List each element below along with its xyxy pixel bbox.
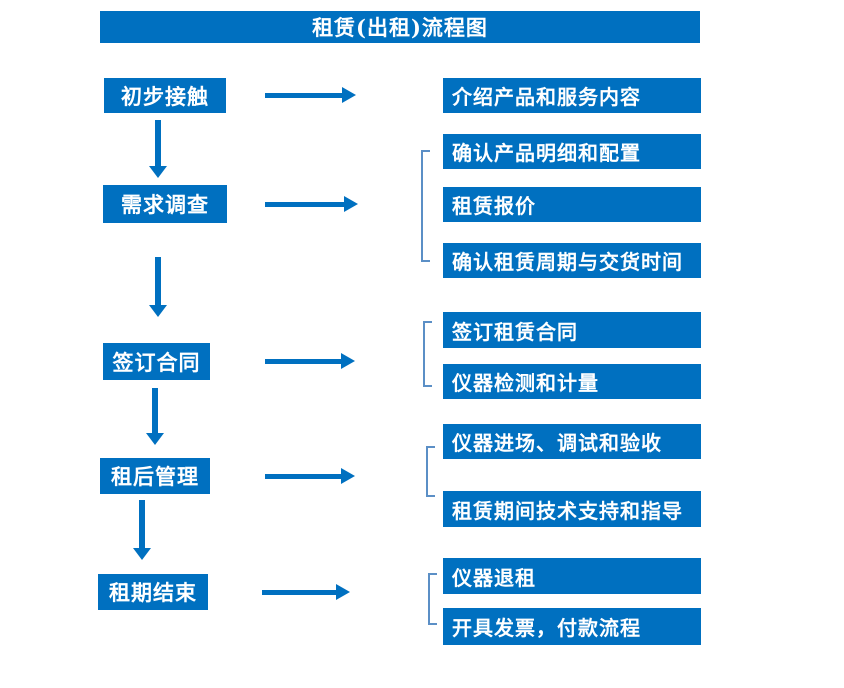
arrow-shaft: [262, 589, 337, 595]
arrow-shaft: [265, 358, 342, 364]
arrow-shaft: [155, 120, 161, 167]
arrow-head: [149, 305, 167, 317]
step-box-demand-survey: 需求调查: [103, 185, 227, 223]
detail-box-confirm-period-delivery: 确认租赁周期与交货时间: [443, 243, 701, 278]
arrow-shaft: [265, 201, 345, 207]
arrow-head: [342, 87, 356, 103]
bracket-group-4: [426, 446, 435, 497]
bracket-group-2: [421, 150, 430, 262]
step-box-sign-contract: 签订合同: [103, 343, 210, 380]
arrow-right-icon-1: [265, 87, 356, 103]
bracket-group-3: [423, 321, 432, 387]
arrow-head: [133, 548, 151, 560]
detail-box-instrument-test-calibration: 仪器检测和计量: [443, 364, 701, 399]
detail-box-instrument-return: 仪器退租: [443, 558, 701, 594]
step-box-initial-contact: 初步接触: [104, 78, 226, 113]
arrow-shaft: [265, 473, 342, 479]
arrow-right-icon-3: [265, 353, 355, 369]
arrow-down-icon-3: [146, 388, 164, 445]
arrow-right-icon-4: [265, 468, 355, 484]
detail-box-technical-support: 租赁期间技术支持和指导: [443, 491, 701, 527]
arrow-head: [341, 468, 355, 484]
step-box-rental-end: 租期结束: [98, 574, 208, 610]
arrow-shaft: [139, 500, 145, 549]
detail-box-instrument-setup-acceptance: 仪器进场、调试和验收: [443, 424, 701, 459]
flowchart-title: 租赁(出租)流程图: [100, 11, 700, 43]
arrow-shaft: [155, 257, 161, 306]
arrow-head: [146, 433, 164, 445]
detail-box-sign-rental-contract: 签订租赁合同: [443, 312, 701, 348]
detail-box-rental-quote: 租赁报价: [443, 187, 701, 222]
arrow-down-icon-4: [133, 500, 151, 560]
bracket-group-5: [428, 573, 437, 625]
arrow-head: [341, 353, 355, 369]
detail-box-introduce-products: 介绍产品和服务内容: [443, 78, 701, 113]
arrow-shaft: [152, 388, 158, 434]
arrow-shaft: [265, 92, 343, 98]
detail-box-invoice-payment: 开具发票，付款流程: [443, 608, 701, 645]
arrow-right-icon-2: [265, 196, 358, 212]
arrow-head: [336, 584, 350, 600]
arrow-down-icon-2: [149, 257, 167, 317]
step-box-post-rental-management: 租后管理: [100, 458, 210, 494]
arrow-head: [344, 196, 358, 212]
detail-box-confirm-product-config: 确认产品明细和配置: [443, 134, 701, 169]
arrow-head: [149, 166, 167, 178]
arrow-down-icon-1: [149, 120, 167, 178]
arrow-right-icon-5: [262, 584, 350, 600]
